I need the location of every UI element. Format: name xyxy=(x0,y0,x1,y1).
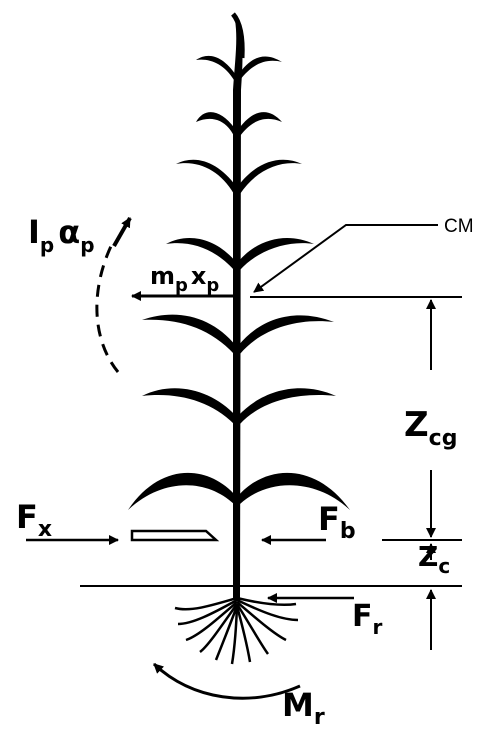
root-moment-arc xyxy=(152,662,301,700)
plant-leaves xyxy=(128,55,350,510)
plant-tip xyxy=(230,12,245,59)
fb-label: Fb xyxy=(318,500,356,544)
inertia-rotation-arrowhead xyxy=(112,217,132,247)
leaf-right-2 xyxy=(238,112,282,136)
leaf-right-4 xyxy=(238,238,314,270)
cm-pointer-line xyxy=(253,224,438,293)
leaf-right-7 xyxy=(238,472,350,510)
cm-label: CM xyxy=(444,216,474,237)
leaf-left-7 xyxy=(128,472,236,510)
leaf-right-1 xyxy=(238,56,282,80)
leaf-right-3 xyxy=(238,159,302,194)
leaf-left-3 xyxy=(176,159,236,194)
leaf-left-4 xyxy=(166,238,236,270)
plant-roots xyxy=(174,596,299,665)
leaf-right-5 xyxy=(238,315,334,354)
fx-label: Fx xyxy=(16,498,52,542)
leaf-left-5 xyxy=(142,314,236,354)
plant-stem xyxy=(233,18,243,600)
fr-label: Fr xyxy=(352,599,383,639)
leaf-left-2 xyxy=(196,112,236,136)
mr-label: Mr xyxy=(282,686,325,730)
leaf-left-1 xyxy=(196,55,236,80)
zcg-label: Zcg xyxy=(404,405,457,451)
leaf-left-6 xyxy=(142,388,236,424)
inertia-rotation-arc xyxy=(95,243,120,373)
leaf-right-6 xyxy=(238,388,336,424)
zc-label: Zc xyxy=(418,540,450,578)
applied-force-bar xyxy=(130,529,220,542)
